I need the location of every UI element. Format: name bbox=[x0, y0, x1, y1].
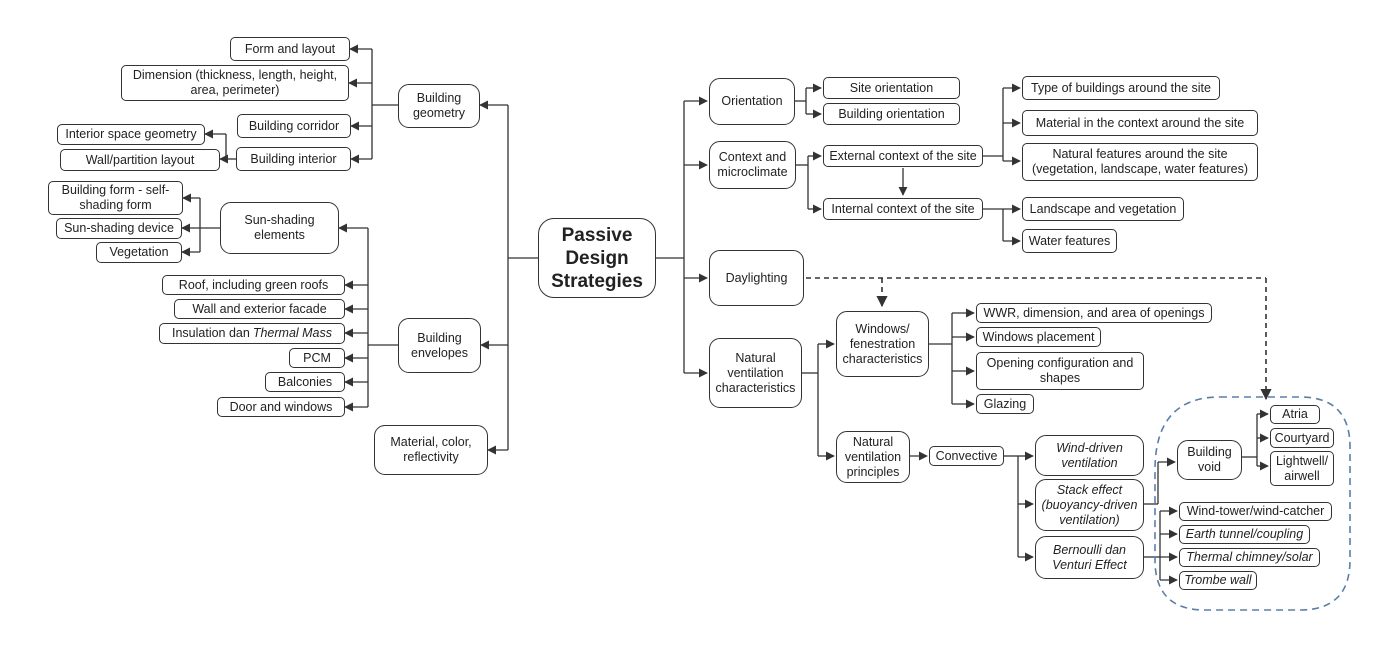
building-corridor-node: Building corridor bbox=[237, 114, 351, 138]
pcm-node: PCM bbox=[289, 348, 345, 368]
wall-partition-layout-node: Wall/partition layout bbox=[60, 149, 220, 171]
landscape-vegetation-node: Landscape and vegetation bbox=[1022, 197, 1184, 221]
site-orientation-node: Site orientation bbox=[823, 77, 960, 99]
interior-space-geometry-node: Interior space geometry bbox=[57, 124, 205, 145]
building-orientation-node: Building orientation bbox=[823, 103, 960, 125]
building-void-node: Building void bbox=[1177, 440, 1242, 480]
windows-fenestration-node: Windows/ fenestration characteristics bbox=[836, 311, 929, 377]
sun-shading-elements-node: Sun-shading elements bbox=[220, 202, 339, 254]
convective-node: Convective bbox=[929, 446, 1004, 466]
thermal-mass-italic: Thermal Mass bbox=[252, 326, 333, 340]
self-shading-form-node: Building form - self-shading form bbox=[48, 181, 183, 215]
water-features-node: Water features bbox=[1022, 229, 1117, 253]
orientation-node: Orientation bbox=[709, 78, 795, 125]
atria-node: Atria bbox=[1270, 405, 1320, 424]
type-buildings-node: Type of buildings around the site bbox=[1022, 76, 1220, 100]
roof-node: Roof, including green roofs bbox=[162, 275, 345, 295]
vegetation-node: Vegetation bbox=[96, 242, 182, 263]
balconies-node: Balconies bbox=[265, 372, 345, 392]
wall-facade-node: Wall and exterior facade bbox=[174, 299, 345, 319]
sun-shading-device-node: Sun-shading device bbox=[56, 218, 182, 239]
material-context-node: Material in the context around the site bbox=[1022, 110, 1258, 136]
external-context-node: External context of the site bbox=[823, 145, 983, 167]
dimension-node: Dimension (thickness, length, height, ar… bbox=[121, 65, 349, 101]
material-color-reflectivity-node: Material, color, reflectivity bbox=[374, 425, 488, 475]
internal-context-node: Internal context of the site bbox=[823, 198, 983, 220]
stack-effect-node: Stack effect (buoyancy-driven ventilatio… bbox=[1035, 479, 1144, 531]
thermal-chimney-node: Thermal chimney/solar bbox=[1179, 548, 1320, 567]
lightwell-airwell-node: Lightwell/ airwell bbox=[1270, 451, 1334, 486]
building-interior-node: Building interior bbox=[236, 147, 351, 171]
bernoulli-venturi-node: Bernoulli dan Venturi Effect bbox=[1035, 536, 1144, 579]
opening-configuration-node: Opening configuration and shapes bbox=[976, 352, 1144, 390]
courtyard-node: Courtyard bbox=[1270, 428, 1334, 448]
bernoulli-italic: Bernoulli bbox=[1053, 542, 1102, 557]
trombe-wall-node: Trombe wall bbox=[1179, 571, 1257, 590]
building-geometry-node: Building geometry bbox=[398, 84, 480, 128]
natural-features-node: Natural features around the site (vegeta… bbox=[1022, 143, 1258, 181]
windows-placement-node: Windows placement bbox=[976, 327, 1101, 347]
form-layout-node: Form and layout bbox=[230, 37, 350, 61]
building-envelopes-node: Building envelopes bbox=[398, 318, 481, 373]
door-windows-node: Door and windows bbox=[217, 397, 345, 417]
venturi-text: dan Venturi Effect bbox=[1052, 542, 1127, 572]
wwr-node: WWR, dimension, and area of openings bbox=[976, 303, 1212, 323]
wind-driven-ventilation-node: Wind-driven ventilation bbox=[1035, 435, 1144, 476]
glazing-node: Glazing bbox=[976, 394, 1034, 414]
root-passive-design-strategies: Passive Design Strategies bbox=[538, 218, 656, 298]
context-microclimate-node: Context and microclimate bbox=[709, 141, 796, 189]
natural-ventilation-characteristics-node: Natural ventilation characteristics bbox=[709, 338, 802, 408]
wind-tower-node: Wind-tower/wind-catcher bbox=[1179, 502, 1332, 521]
insulation-prefix: Insulation dan bbox=[171, 326, 250, 340]
daylighting-node: Daylighting bbox=[709, 250, 804, 306]
insulation-thermal-mass-node: Insulation dan Thermal Mass bbox=[159, 323, 345, 344]
natural-ventilation-principles-node: Natural ventilation principles bbox=[836, 431, 910, 483]
earth-tunnel-node: Earth tunnel/coupling bbox=[1179, 525, 1310, 544]
